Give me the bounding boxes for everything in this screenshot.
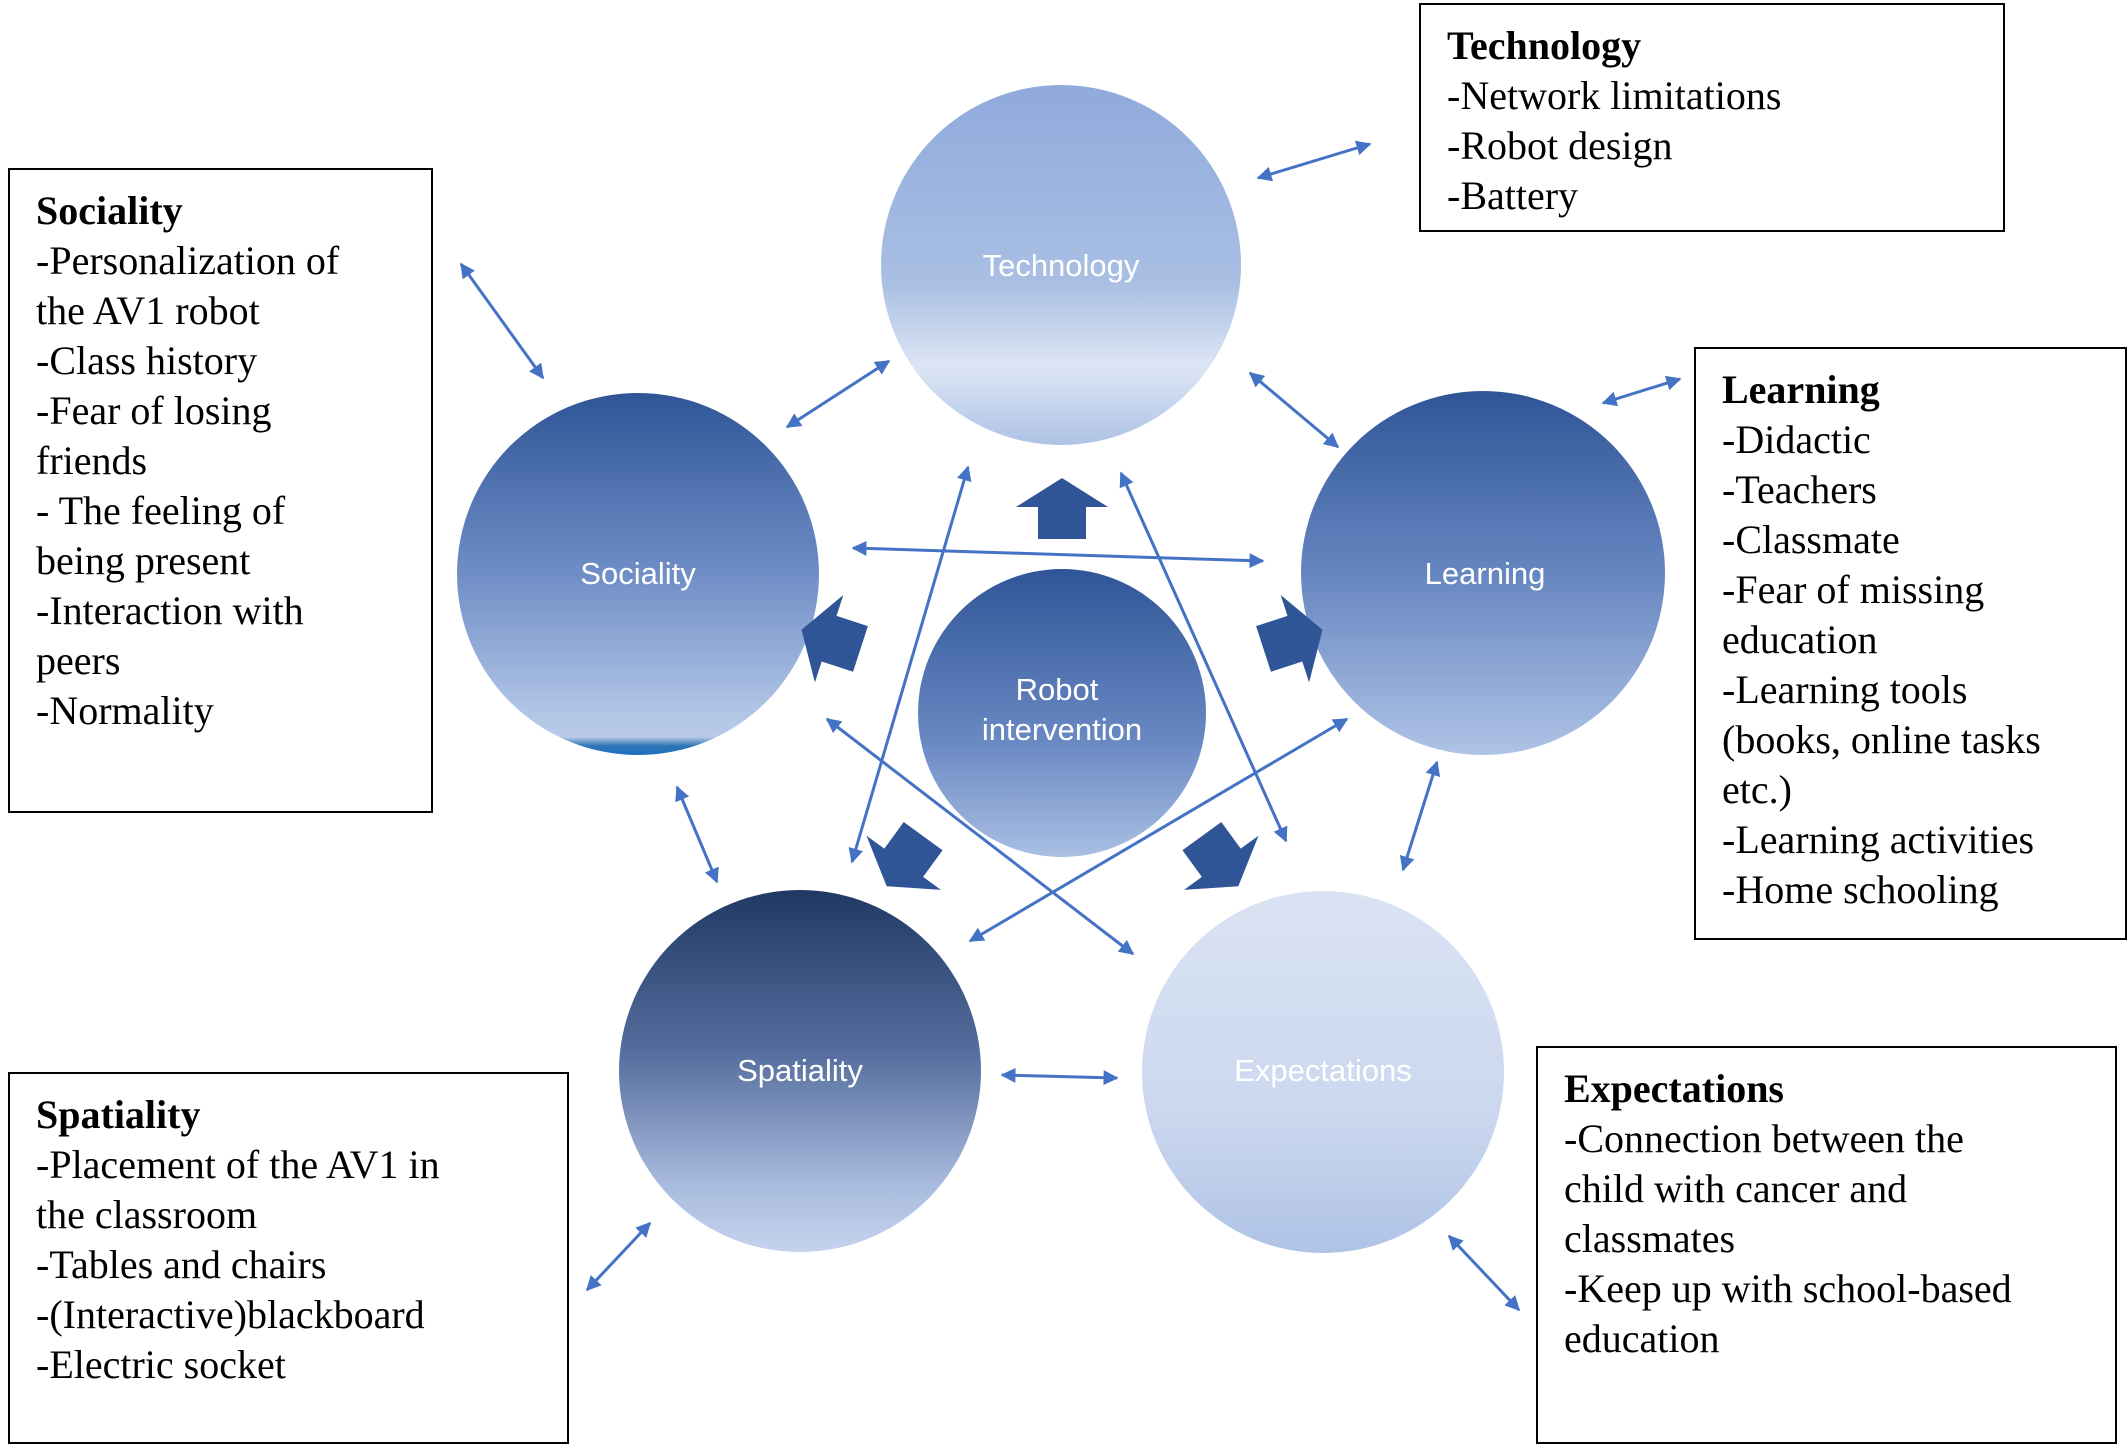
block-arrow-up: [1016, 478, 1108, 539]
expectations-box: Expectations -Connection between the chi…: [1536, 1046, 2117, 1444]
learning-box-item: -Didactic: [1722, 417, 1871, 462]
spatiality-box-item: -Tables and chairs: [36, 1242, 327, 1287]
spatiality-box: Spatiality -Placement of the AV1 in the …: [8, 1072, 569, 1444]
expectations-box-item: education: [1564, 1316, 1720, 1361]
learning-box-item: education: [1722, 617, 1878, 662]
spatiality-box-item: -(Interactive)blackboard: [36, 1292, 425, 1337]
arrow-sociality-box: [459, 262, 545, 380]
learning-circle: [1301, 391, 1665, 755]
block-arrow-down-right: [1182, 821, 1259, 890]
arrow-spatiality-expectations: [1000, 1067, 1119, 1086]
sociality-box-item: friends: [36, 438, 148, 483]
spatiality-box-item: -Electric socket: [36, 1342, 286, 1387]
spatiality-circle-label: Spatiality: [737, 1053, 863, 1088]
sociality-circle-label: Sociality: [580, 556, 696, 591]
spatiality-circle: [619, 890, 981, 1252]
arrow-sociality-expectations: [825, 717, 1135, 956]
sociality-box-item: -Personalization of: [36, 238, 340, 283]
sociality-box-item: -Fear of losing: [36, 388, 272, 433]
arrow-sociality-learning: [851, 540, 1265, 569]
arrow-technology-learning: [1248, 371, 1340, 449]
learning-circle-label: Learning: [1425, 556, 1546, 591]
expectations-box-item: -Connection between the: [1564, 1116, 1964, 1161]
arrow-expectations-box: [1447, 1234, 1521, 1312]
sociality-box-item: -Normality: [36, 688, 214, 733]
expectations-box-item: -Keep up with school-based: [1564, 1266, 2012, 1311]
arrow-spatiality-box: [585, 1221, 652, 1292]
sociality-box-title: Sociality: [36, 188, 183, 233]
technology-box-title: Technology: [1447, 23, 1642, 68]
robot-intervention-label-line2: intervention: [982, 712, 1142, 747]
spatiality-box-item: -Placement of the AV1 in: [36, 1142, 440, 1187]
sociality-box-item: the AV1 robot: [36, 288, 260, 333]
expectations-circle: [1142, 891, 1504, 1253]
expectations-circle-label: Expectations: [1234, 1053, 1412, 1088]
sociality-box-item: -Class history: [36, 338, 258, 383]
technology-circle: [881, 85, 1241, 445]
learning-box-item: -Teachers: [1722, 467, 1877, 512]
sociality-box-item: -Interaction with: [36, 588, 304, 633]
arrow-learning-box: [1601, 375, 1682, 407]
arrow-learning-expectations: [1399, 760, 1441, 872]
technology-box-item: -Network limitations: [1447, 73, 1782, 118]
sociality-box-item: - The feeling of: [36, 488, 286, 533]
arrow-sociality-spatiality: [675, 785, 719, 884]
block-arrow-down-left: [866, 821, 943, 890]
learning-box-item: -Fear of missing: [1722, 567, 1985, 612]
technology-box-item: -Battery: [1447, 173, 1579, 218]
arrow-technology-box: [1256, 140, 1372, 182]
learning-box-item: (books, online tasks: [1722, 717, 2041, 762]
sociality-circle: [457, 393, 819, 755]
sociality-box: Sociality -Personalization of the AV1 ro…: [8, 168, 433, 813]
spatiality-box-item: the classroom: [36, 1192, 258, 1237]
learning-box-item: etc.): [1722, 767, 1792, 812]
robot-intervention-label-line1: Robot: [1016, 672, 1099, 707]
learning-box: Learning -Didactic -Teachers -Classmate …: [1694, 347, 2127, 940]
expectations-box-item: child with cancer and: [1564, 1166, 1908, 1211]
expectations-box-item: classmates: [1564, 1216, 1736, 1261]
learning-box-item: -Learning activities: [1722, 817, 2035, 862]
learning-box-item: -Classmate: [1722, 517, 1900, 562]
sociality-box-item: peers: [36, 638, 121, 683]
technology-box-item: -Robot design: [1447, 123, 1673, 168]
arrow-sociality-technology: [785, 359, 891, 429]
learning-box-item: -Home schooling: [1722, 867, 1999, 912]
sociality-box-item: being present: [36, 538, 251, 583]
technology-box: Technology -Network limitations -Robot d…: [1419, 3, 2005, 232]
learning-box-item: -Learning tools: [1722, 667, 1968, 712]
spatiality-box-title: Spatiality: [36, 1092, 201, 1137]
expectations-box-title: Expectations: [1564, 1066, 1784, 1111]
learning-box-title: Learning: [1722, 367, 1880, 412]
technology-circle-label: Technology: [983, 248, 1140, 283]
